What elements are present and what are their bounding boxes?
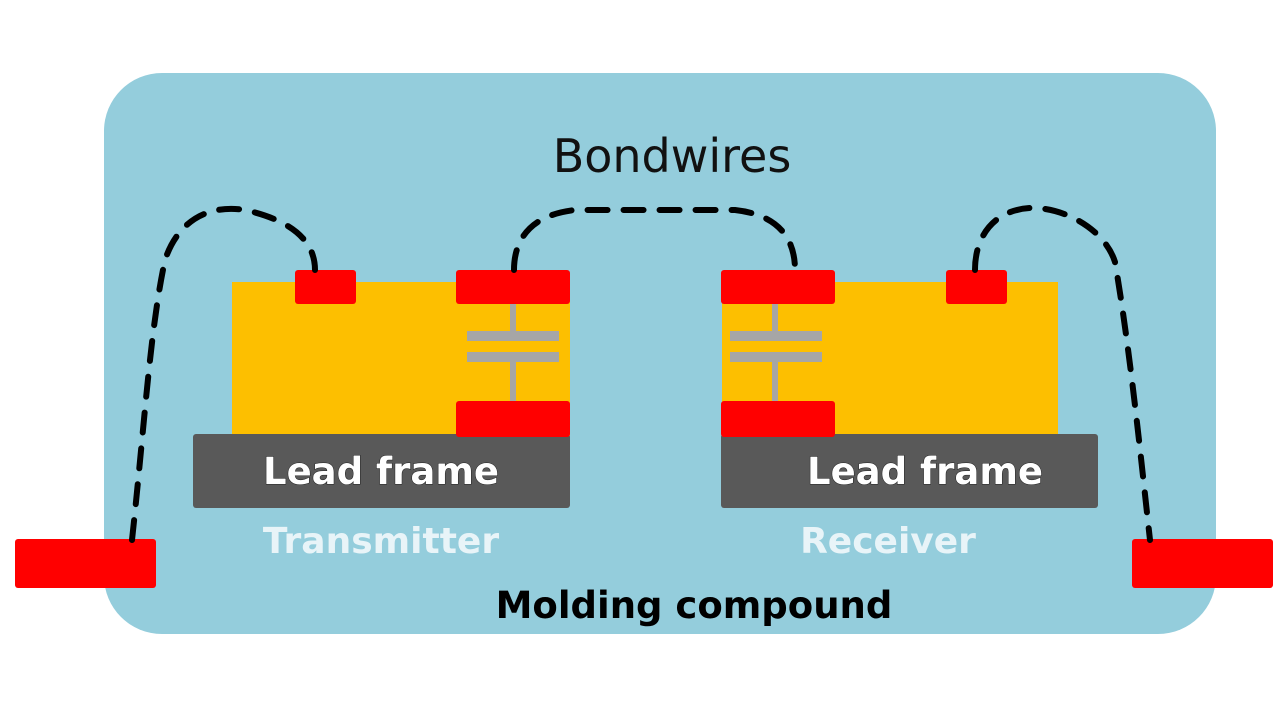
left-external-lead bbox=[15, 539, 156, 588]
receiver-label: Receiver bbox=[800, 521, 976, 562]
receiver-cap-bottom-pad bbox=[721, 401, 835, 437]
bondwire-rx-to-right-lead bbox=[972, 204, 1153, 543]
bondwire-left-lead-to-tx bbox=[129, 205, 318, 543]
receiver-capacitor-icon bbox=[730, 300, 822, 402]
transmitter-lead-frame-label: Lead frame bbox=[263, 450, 499, 493]
receiver-lead-frame-label: Lead frame bbox=[807, 450, 1043, 493]
receiver-lead-frame bbox=[721, 434, 1098, 508]
transmitter-lead-frame bbox=[193, 434, 570, 508]
transmitter-label: Transmitter bbox=[263, 521, 499, 562]
transmitter-cap-top-pad bbox=[456, 270, 570, 304]
receiver-output-pad bbox=[946, 270, 1007, 304]
transmitter-cap-bottom-pad bbox=[456, 401, 570, 437]
molding-compound-label: Molding compound bbox=[496, 584, 893, 627]
right-external-lead bbox=[1132, 539, 1273, 588]
bondwire-tx-to-rx bbox=[511, 207, 798, 273]
receiver-cap-top-pad bbox=[721, 270, 835, 304]
transmitter-capacitor-icon bbox=[467, 300, 559, 402]
bondwires-label: Bondwires bbox=[553, 129, 792, 183]
transmitter-input-pad bbox=[295, 270, 356, 304]
